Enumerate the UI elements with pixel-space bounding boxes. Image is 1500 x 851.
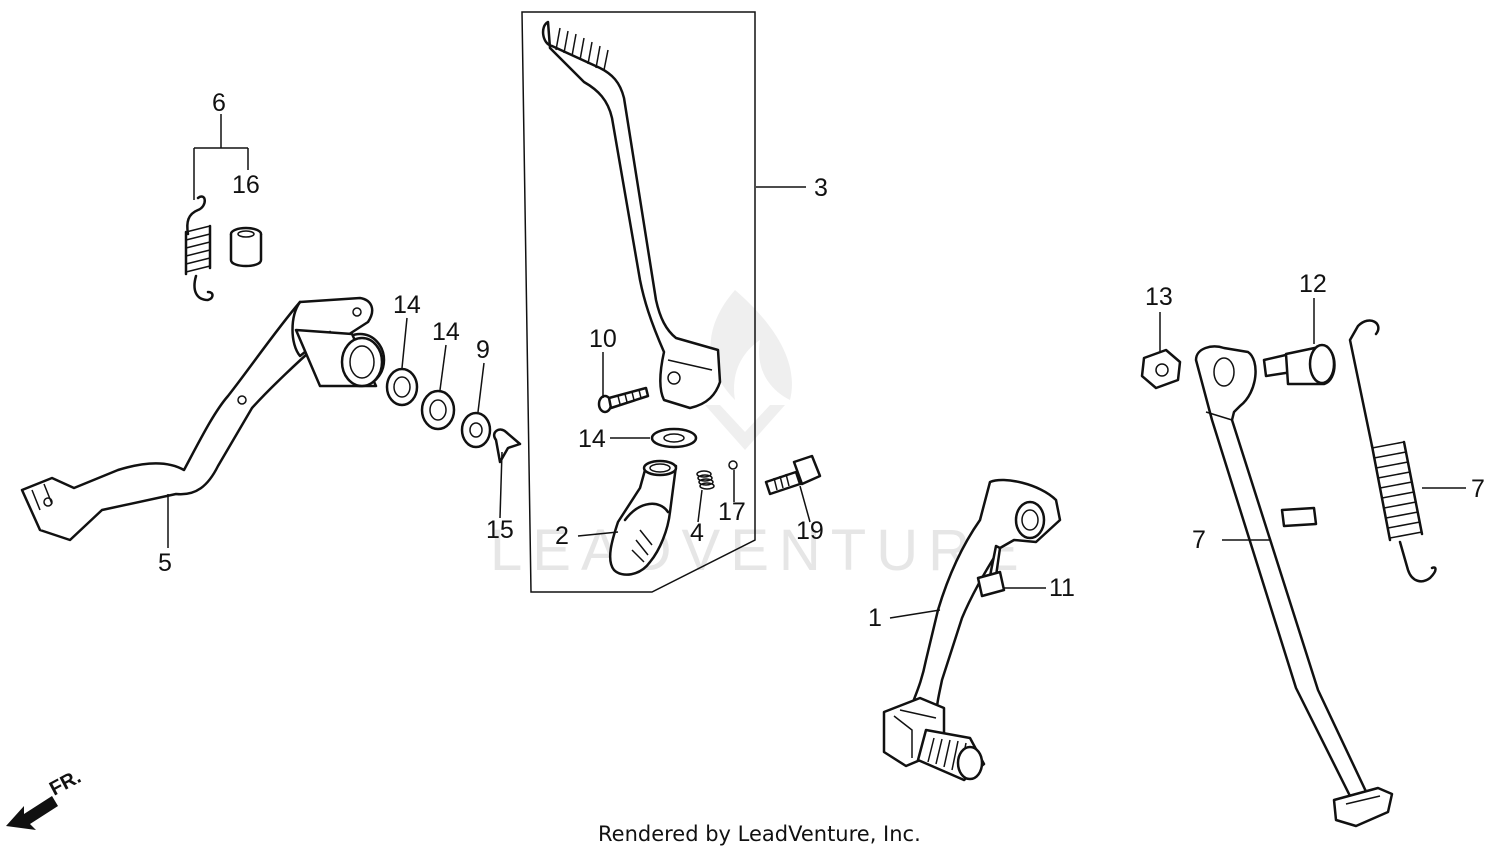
brake-pedal	[20, 296, 386, 542]
bushing-14a	[385, 367, 419, 407]
label-14a: 14	[393, 291, 421, 319]
label-14b: 14	[432, 318, 460, 346]
pivot-bolt-12	[1262, 343, 1336, 386]
label-5: 5	[158, 549, 172, 577]
cotter-pin-16	[492, 428, 522, 464]
side-stand	[1194, 345, 1394, 828]
label-17: 16	[232, 171, 260, 199]
watermark: LEADVENTURE	[490, 290, 1029, 583]
part-labels: 6 16 3 10 14 4 17 19 2 14 14 9 15 5 13 1…	[158, 89, 1485, 632]
stand-spring-8	[1348, 319, 1437, 583]
bolt-11	[976, 544, 1006, 598]
return-spring-6	[184, 195, 214, 302]
label-2: 2	[555, 522, 569, 550]
label-16: 15	[486, 516, 514, 544]
bushing-14b	[420, 389, 456, 431]
label-8: 7	[1471, 475, 1485, 503]
label-11: 11	[1049, 574, 1075, 602]
label-1: 1	[868, 604, 882, 632]
bolt-19	[764, 454, 822, 496]
spring-4	[696, 470, 715, 490]
front-label: FR.	[46, 766, 85, 801]
kickstarter-boss	[608, 459, 678, 576]
label-18: 17	[718, 498, 746, 526]
label-13: 13	[1145, 283, 1173, 311]
ball-18	[728, 460, 738, 470]
label-9: 9	[476, 336, 490, 364]
label-6: 6	[212, 89, 226, 117]
kickstarter-group-bracket	[521, 11, 756, 593]
washer-9	[460, 411, 492, 449]
footer-credit: Rendered by LeadVenture, Inc.	[598, 822, 921, 846]
front-indicator: FR.	[6, 766, 85, 830]
label-12: 12	[1299, 270, 1327, 298]
washer-15	[650, 427, 698, 449]
label-3: 3	[814, 174, 828, 202]
bolt-10	[597, 386, 650, 414]
label-7: 7	[1192, 526, 1206, 554]
collar-17	[229, 226, 263, 268]
label-19: 19	[796, 517, 824, 545]
nut-13	[1140, 348, 1182, 390]
leader-lines	[167, 114, 1466, 619]
label-4: 4	[690, 519, 704, 547]
watermark-text: LEADVENTURE	[490, 518, 1029, 583]
front-arrow-icon	[6, 796, 58, 830]
label-15: 14	[578, 425, 606, 453]
kickstarter-arm	[541, 20, 722, 410]
label-10: 10	[589, 325, 617, 353]
gearshift-lever	[882, 478, 1062, 782]
